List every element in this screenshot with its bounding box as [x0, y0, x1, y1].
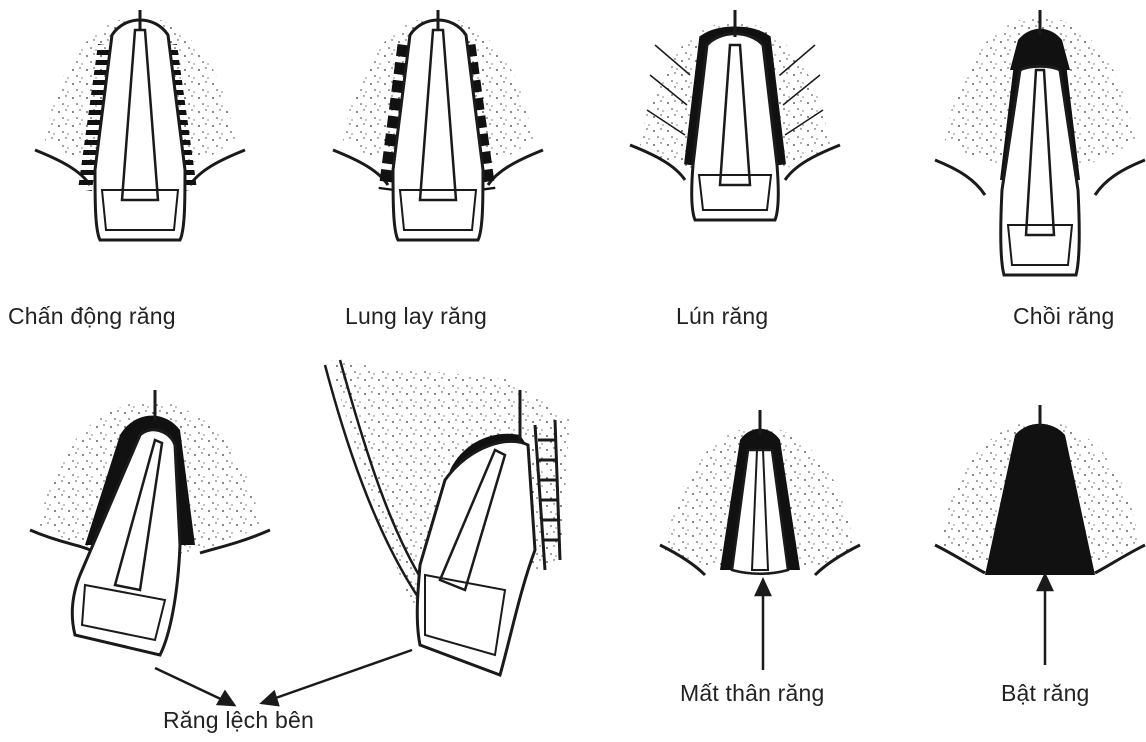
tooth-outline: [393, 20, 483, 240]
label-concussion: Chấn động răng: [8, 303, 176, 330]
label-extrusion: Chồi răng: [1013, 303, 1115, 330]
arrow-lateral-2: [270, 650, 412, 700]
tooth-panel-crown-loss: [660, 410, 860, 575]
label-intrusion: Lún răng: [676, 303, 768, 330]
arrow-head-3: [756, 580, 770, 595]
tooth-panel-intrusion: [630, 10, 840, 220]
arrow-head-4: [1038, 575, 1052, 590]
label-lateral-luxation: Răng lệch bên: [163, 707, 314, 734]
tooth-panel-lateral-luxation-2: [325, 360, 570, 675]
tooth-panel-subluxation: [333, 10, 543, 240]
tooth-panel-avulsion: [935, 405, 1145, 575]
arrows: [155, 575, 1052, 705]
label-subluxation: Lung lay răng: [345, 303, 487, 330]
arrow-lateral-1: [155, 668, 227, 702]
tooth-panel-extrusion: [935, 10, 1145, 275]
tooth-panel-lateral-luxation-1: [30, 390, 270, 655]
tooth-panel-concussion: [35, 10, 245, 240]
tooth-outline: [95, 20, 185, 240]
label-avulsion: Bật răng: [1001, 680, 1090, 707]
label-crown-loss: Mất thân răng: [680, 680, 825, 707]
arrow-head-1: [218, 692, 234, 705]
arrow-head-2: [262, 692, 278, 705]
tooth-outline: [692, 34, 779, 220]
